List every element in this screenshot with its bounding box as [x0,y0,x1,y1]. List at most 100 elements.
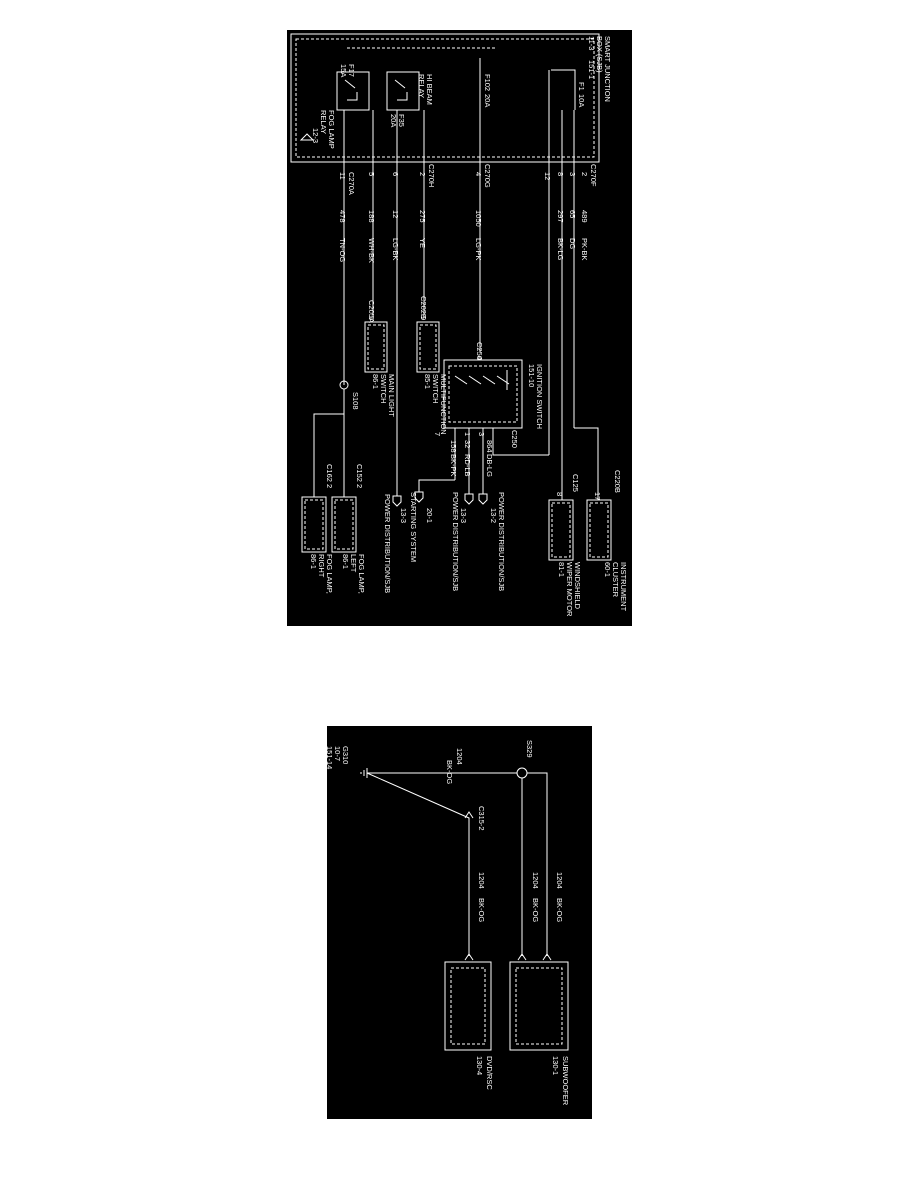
arrow-starting [414,491,424,503]
sjb-output-wires [343,58,575,500]
ground-symbol [299,133,315,141]
arrow-power-dist-2 [464,493,474,505]
instrument-cluster [586,499,612,561]
pin-label: 8 [556,172,565,176]
fog-lamp-branch [313,389,345,497]
pin-label: 4 [475,356,484,360]
connector-c270a: C270A [347,172,356,195]
connector-c315: C315-2 [477,806,486,831]
ignition-label: IGNITION SWITCH [535,364,544,429]
wire-color: BK-LG [556,238,565,261]
fuse-f35-rating: 20A [389,114,398,127]
splice-s329-label: S329 [525,740,534,758]
pin-label: 2 [325,484,334,488]
subwoofer-label: SUBWOOFER [561,1056,570,1106]
arrow-label: STARTING SYSTEM [409,492,418,562]
f1-feed [551,69,576,110]
fog-right-label: FOG LAMP, [325,554,334,594]
dvd-ground-wire [366,772,470,956]
connector-c270g: C270G [483,164,492,188]
connector-c205a: C205A [367,300,376,323]
ignition-output-wires [418,428,484,494]
splice-s108-label: S108 [351,392,360,410]
wire-circuit: 1050 [474,210,483,227]
wiper-ref: 81-1 [557,562,566,577]
pin-label: 1 [463,432,472,436]
fog-lamp-relay [336,71,370,111]
dvd-connector-arrow [464,953,474,961]
arrow-label: POWER DISTRIBUTION/SJB [497,492,506,591]
arrow-label: POWER DISTRIBUTION/SJB [383,494,392,593]
cluster-ref: 60-1 [603,562,612,577]
sjb-inner-outline [295,38,595,158]
wiper-label: WINDSHIELD [573,562,582,610]
fuse-f102-rating: 20A [483,94,492,107]
fog-relay-label-2: RELAY [319,110,328,134]
connector-c202b: C202B [419,296,428,319]
ground-wiring-svg: G310 10-7 151-14 1204 BK-OG S329 C315-2 … [327,740,570,1106]
pin-label: 2 [355,484,364,488]
wire-color: LG-BK [391,238,400,261]
sjb-ref-b: 151-1 [587,60,596,79]
sub-wire-1-circuit: 1204 [531,872,540,889]
hi-relay-label-2: RELAY [417,74,426,98]
connector-c152: C152 [355,464,364,482]
multifunction-label-2: SWITCH [431,374,440,404]
pin-label: 2 [580,172,589,176]
ign-wire-circuit: 158 [449,440,458,453]
dvd-wire-circuit: 1204 [477,872,486,889]
connector-c250-output: C250 [510,430,519,448]
main-wire-color: BK-OG [445,760,454,784]
arrow-ref: 13-2 [489,508,498,523]
pin-label: 17 [593,492,602,500]
wire-circuit: 188 [367,210,376,223]
connector-c250-input: C250 [475,342,484,360]
cluster-feed-wire [574,427,599,500]
fog-lamp-wiring-svg: SMART JUNCTION BOX (SJB) 11-3 151-1 FOG … [290,33,628,617]
fog-lamp-right [301,496,327,553]
ign-wire-color: BK-PK [449,454,458,477]
dvd-rsc-module [444,961,492,1051]
pin-label: 7 [433,432,442,436]
wiring-diagram-panel-fog-lamps: SMART JUNCTION BOX (SJB) 11-3 151-1 FOG … [287,30,632,626]
fuse-f17-rating: 15A [339,64,348,77]
connector-c270f: C270F [589,164,598,187]
wiring-diagram-panel-ground: G310 10-7 151-14 1204 BK-OG S329 C315-2 … [327,726,592,1119]
sub-wire-1-color: BK-OG [531,898,540,922]
dvd-ref: 130-4 [475,1056,484,1075]
wire-color: LG-PK [474,238,483,261]
wire-color: YE [418,238,427,248]
splice-s329 [516,767,528,779]
sjb-title: SMART JUNCTION [603,36,612,102]
ign-wire-circuit: 32 [463,440,472,448]
ground-g310: G310 [341,746,350,764]
ignition-ref: 151-10 [527,364,536,387]
pin-label: 2 [418,172,427,176]
pin-label: 6 [391,172,400,176]
ign-wire-circuit: 864 [485,440,494,453]
wire-color: PK-BK [580,238,589,261]
sjb-ref-a: 11-3 [587,36,596,50]
wire-color: TN-OG [338,238,347,262]
cluster-label: INSTRUMENT [619,562,628,612]
fuse-f1-name: F1 [577,82,586,91]
sub-wire-2 [527,772,548,956]
main-wire-circuit: 1204 [455,748,464,765]
wire-color: DG [568,238,577,249]
main-light-switch [364,321,388,373]
pin-label: 3 [568,172,577,176]
fuse-f35-name: F35 [397,114,406,127]
pin-label: 4 [474,172,483,176]
fog-left-label-2: LEFT [349,554,358,573]
pin-label: 12 [543,172,552,180]
wire-circuit: 478 [338,210,347,223]
connector-c125: C125 [571,474,580,492]
arrow-label: POWER DISTRIBUTION/SJB [451,492,460,591]
fog-right-label-2: RIGHT [317,554,326,578]
fog-relay-label: FOG LAMP [327,110,336,149]
hi-relay-label: HI BEAM [425,74,434,105]
fuse-f1-rating: 10A [577,94,586,107]
wire-circuit: 297 [556,210,565,223]
pin-label: 8 [555,492,564,496]
arrow-ref: 20-1 [425,508,434,523]
